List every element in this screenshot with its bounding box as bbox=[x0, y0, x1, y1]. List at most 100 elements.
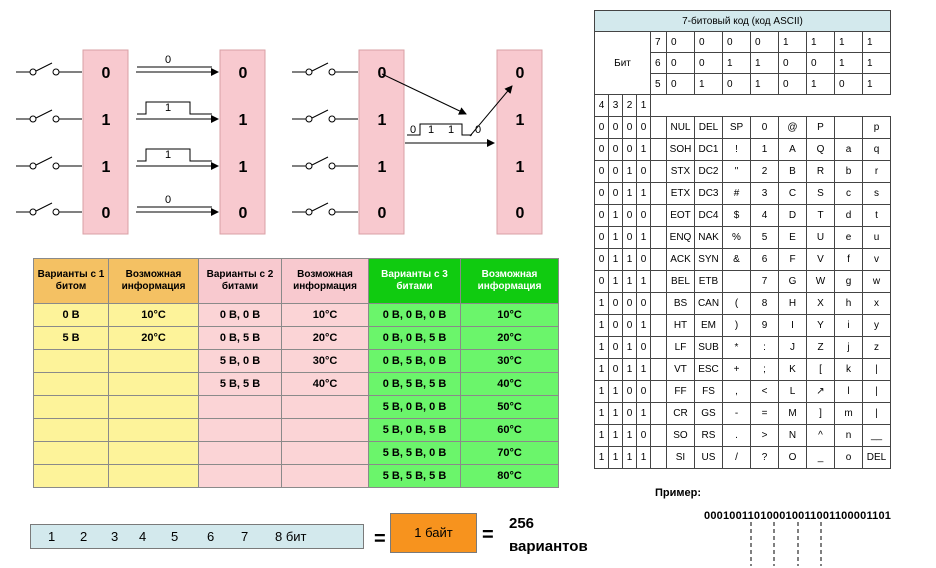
variants-cell: 30°С bbox=[460, 349, 559, 373]
variants-cell bbox=[33, 395, 109, 419]
variants-cell: 10°С bbox=[108, 303, 199, 327]
ascii-char: d bbox=[834, 204, 863, 227]
ascii-row-bit: 0 bbox=[636, 424, 651, 447]
switch-lever bbox=[35, 109, 53, 119]
variants-cell: 40°С bbox=[460, 372, 559, 396]
ascii-row-bit: 1 bbox=[622, 182, 637, 205]
variants-cell: 5 В, 5 В, 0 В bbox=[368, 441, 461, 465]
ascii-char: 3 bbox=[750, 182, 779, 205]
ascii-row-bit: 0 bbox=[622, 204, 637, 227]
variants-cell bbox=[198, 441, 282, 465]
variants-cell: 5 В, 0 В, 5 В bbox=[368, 418, 461, 442]
variants-cell bbox=[198, 464, 282, 488]
ascii-char: FF bbox=[666, 380, 695, 403]
variants-cell bbox=[281, 395, 369, 419]
left-output-bit: 1 bbox=[239, 112, 248, 129]
ascii-gap bbox=[650, 424, 667, 447]
ascii-char: Y bbox=[806, 314, 835, 337]
ascii-char: A bbox=[778, 138, 807, 161]
ascii-char: @ bbox=[778, 116, 807, 139]
ascii-char: r bbox=[862, 160, 891, 183]
ascii-char: 0 bbox=[750, 116, 779, 139]
ascii-char: & bbox=[722, 248, 751, 271]
ascii-row-bit: 1 bbox=[636, 226, 651, 249]
ascii-gap bbox=[650, 358, 667, 381]
variants-cell: 20°С bbox=[460, 326, 559, 350]
ascii-row-bit: 1 bbox=[594, 380, 609, 403]
left-input-bit: 0 bbox=[102, 205, 111, 222]
ascii-row-bit: 0 bbox=[622, 380, 637, 403]
ascii-char: * bbox=[722, 336, 751, 359]
ascii-bit-value: 0 bbox=[750, 31, 779, 53]
bit-label: 6 bbox=[207, 529, 215, 544]
switch-lever bbox=[311, 109, 329, 119]
ascii-char: m bbox=[834, 402, 863, 425]
bit-label: 7 bbox=[241, 529, 249, 544]
ascii-char: EOT bbox=[666, 204, 695, 227]
pulse-label: 0 bbox=[165, 54, 171, 66]
variants-cell: 10°С bbox=[460, 303, 559, 327]
switch-contact bbox=[305, 162, 313, 170]
equals-sign-2: = bbox=[482, 524, 494, 546]
ascii-gap bbox=[650, 248, 667, 271]
ascii-row-bit: 0 bbox=[594, 226, 609, 249]
ascii-row-bit: 1 bbox=[608, 380, 623, 403]
ascii-char: ACK bbox=[666, 248, 695, 271]
ascii-char: SP bbox=[722, 116, 751, 139]
ascii-row-bit: 1 bbox=[636, 402, 651, 425]
ascii-bit-value: 1 bbox=[778, 31, 807, 53]
register-left-out bbox=[219, 49, 266, 235]
ascii-char: e bbox=[834, 226, 863, 249]
ascii-char: EM bbox=[694, 314, 723, 337]
switch-contact bbox=[29, 162, 37, 170]
ascii-low-bit-number: 1 bbox=[636, 94, 651, 117]
ascii-row-bit: 0 bbox=[636, 204, 651, 227]
left-input-bit: 1 bbox=[102, 112, 111, 129]
ascii-char: | bbox=[862, 358, 891, 381]
ascii-char: s bbox=[862, 182, 891, 205]
variants-cell: 20°С bbox=[281, 326, 369, 350]
ascii-row-bit: 0 bbox=[608, 358, 623, 381]
ascii-char: C bbox=[778, 182, 807, 205]
ascii-row-bit: 1 bbox=[608, 204, 623, 227]
ascii-char: T bbox=[806, 204, 835, 227]
ascii-char: - bbox=[722, 402, 751, 425]
switch-contact bbox=[305, 208, 313, 216]
ascii-char: [ bbox=[806, 358, 835, 381]
left-output-bit: 0 bbox=[239, 205, 248, 222]
variants-cell: 30°С bbox=[281, 349, 369, 373]
variants-cell bbox=[108, 372, 199, 396]
left-output-bit: 0 bbox=[239, 65, 248, 82]
ascii-char: DC2 bbox=[694, 160, 723, 183]
ascii-char: BEL bbox=[666, 270, 695, 293]
ascii-row-bit: 1 bbox=[636, 138, 651, 161]
ascii-bit-value: 1 bbox=[862, 31, 891, 53]
ascii-char: SUB bbox=[694, 336, 723, 359]
ascii-char: $ bbox=[722, 204, 751, 227]
ascii-bit-value: 1 bbox=[834, 31, 863, 53]
variants-header-cell: Возможная информация bbox=[281, 258, 369, 304]
ascii-char: FS bbox=[694, 380, 723, 403]
ascii-char: f bbox=[834, 248, 863, 271]
ascii-row-bit: 1 bbox=[594, 424, 609, 447]
ascii-char: g bbox=[834, 270, 863, 293]
variants-cell: 5 В, 5 В, 5 В bbox=[368, 464, 461, 488]
variants-header-cell: Возможная информация bbox=[108, 258, 199, 304]
variants-cell: 5 В, 0 В, 0 В bbox=[368, 395, 461, 419]
ascii-bit-value: 0 bbox=[778, 73, 807, 95]
ascii-char: E bbox=[778, 226, 807, 249]
ascii-row-bit: 0 bbox=[622, 116, 637, 139]
serial-bit: 0 bbox=[475, 124, 481, 136]
ascii-char: RS bbox=[694, 424, 723, 447]
ascii-bit-value: 1 bbox=[862, 52, 891, 74]
ascii-low-bit-number: 3 bbox=[608, 94, 623, 117]
ascii-char: | bbox=[862, 402, 891, 425]
ascii-char: ? bbox=[750, 446, 779, 469]
ascii-char: ] bbox=[806, 402, 835, 425]
ascii-row-bit: 1 bbox=[622, 160, 637, 183]
